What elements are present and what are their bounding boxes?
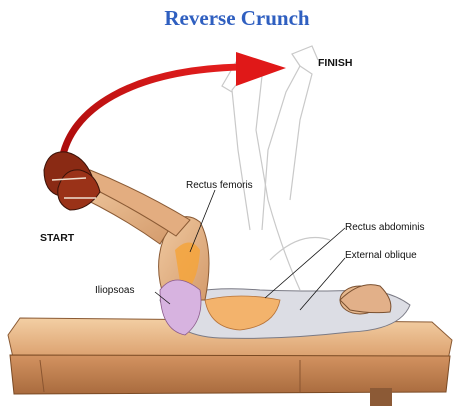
label-finish: FINISH	[318, 57, 353, 69]
leader-external-oblique	[299, 257, 346, 311]
leader-iliopsoas	[154, 291, 171, 305]
leader-lines	[154, 189, 346, 311]
athlete-body	[43, 151, 411, 339]
diagram-title: Reverse Crunch	[164, 6, 310, 30]
label-start: START	[40, 232, 75, 244]
leader-rectus-femoris	[189, 189, 216, 253]
motion-arrow	[58, 52, 286, 164]
label-rectus-abdominis: Rectus abdominis	[345, 222, 425, 233]
label-iliopsoas: Iliopsoas	[95, 285, 135, 296]
label-external-oblique: External oblique	[345, 250, 417, 261]
leader-rectus-abdominis	[264, 227, 346, 299]
label-rectus-femoris: Rectus femoris	[186, 180, 253, 191]
